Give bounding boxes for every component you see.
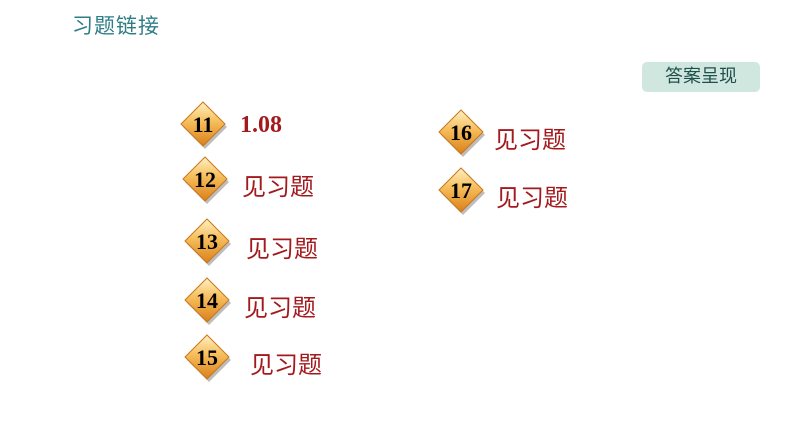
diamond-badge-icon: 15 bbox=[182, 333, 232, 383]
exercise-answer-link[interactable]: 见习题 bbox=[494, 126, 566, 154]
exercise-number: 17 bbox=[450, 178, 472, 203]
exercise-item-14[interactable]: 14 见习题 bbox=[182, 276, 342, 326]
exercise-item-11[interactable]: 11 1.08 bbox=[178, 100, 308, 150]
diamond-badge-icon: 13 bbox=[182, 217, 232, 267]
page-title: 习题链接 bbox=[72, 14, 160, 38]
exercise-item-12[interactable]: 12 见习题 bbox=[180, 155, 340, 205]
exercise-number: 11 bbox=[192, 112, 214, 137]
exercise-item-15[interactable]: 15 见习题 bbox=[182, 333, 342, 383]
exercise-answer: 1.08 bbox=[240, 112, 282, 138]
show-answers-button[interactable]: 答案呈现 bbox=[642, 62, 760, 92]
exercise-number: 16 bbox=[450, 120, 472, 145]
exercise-number: 14 bbox=[196, 288, 218, 313]
exercise-number: 13 bbox=[196, 229, 218, 254]
diamond-badge-icon: 12 bbox=[180, 155, 230, 205]
exercise-answer-link[interactable]: 见习题 bbox=[250, 351, 322, 379]
exercise-answer-link[interactable]: 见习题 bbox=[496, 184, 568, 212]
diamond-badge-icon: 11 bbox=[178, 100, 228, 150]
exercise-item-17[interactable]: 17 见习题 bbox=[436, 166, 596, 216]
exercise-answer-link[interactable]: 见习题 bbox=[242, 173, 314, 201]
exercise-number: 12 bbox=[194, 167, 216, 192]
exercise-answer-link[interactable]: 见习题 bbox=[244, 294, 316, 322]
diamond-badge-icon: 14 bbox=[182, 276, 232, 326]
exercise-item-16[interactable]: 16 见习题 bbox=[436, 108, 596, 158]
exercise-item-13[interactable]: 13 见习题 bbox=[182, 217, 342, 267]
diamond-badge-icon: 17 bbox=[436, 166, 486, 216]
diamond-badge-icon: 16 bbox=[436, 108, 486, 158]
exercise-number: 15 bbox=[196, 345, 218, 370]
exercise-answer-link[interactable]: 见习题 bbox=[246, 235, 318, 263]
